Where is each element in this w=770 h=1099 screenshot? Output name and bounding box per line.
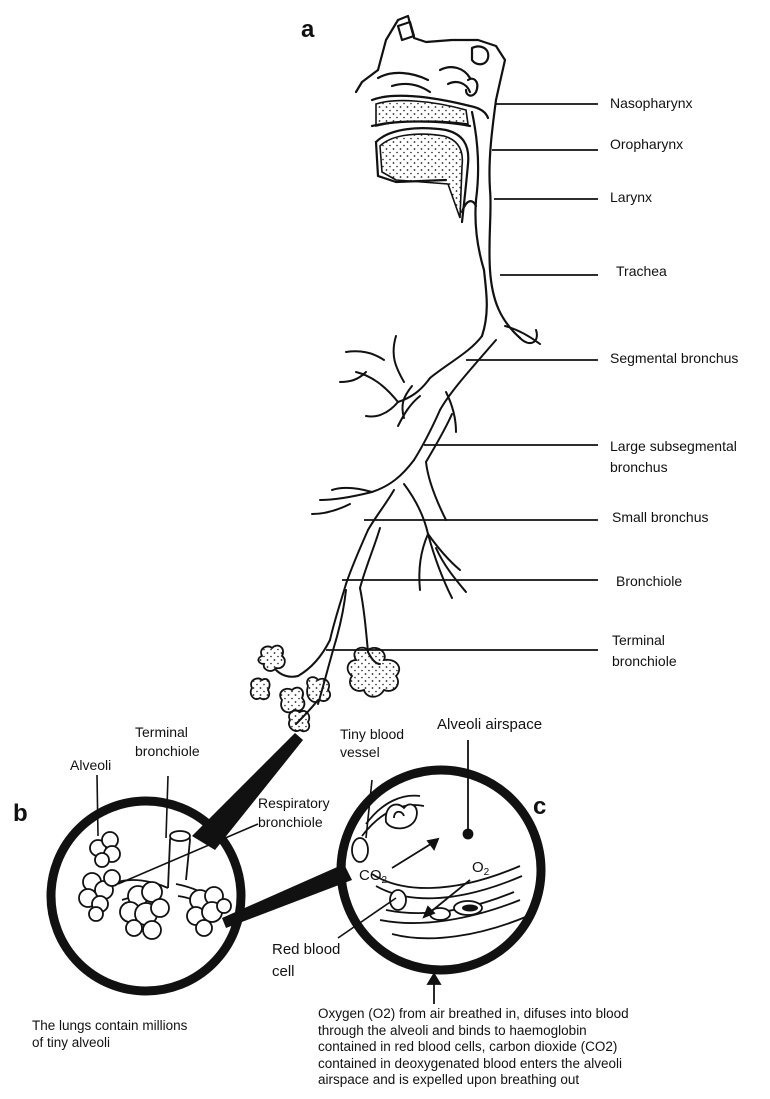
panel-label-b: b xyxy=(13,800,28,828)
panel-b-alveoli xyxy=(79,831,231,939)
label-oropharynx: Oropharynx xyxy=(610,135,683,153)
label-small-bronchus: Small bronchus xyxy=(612,508,709,526)
label-nasopharynx: Nasopharynx xyxy=(610,94,693,112)
c-caption: Oxygen (O2) from air breathed in, difuse… xyxy=(318,1006,629,1089)
bronchial-tree xyxy=(276,326,540,724)
label-large-subsegmental-line1: Large subsegmental xyxy=(610,437,737,455)
c-caption-line: through the alveoli and binds to haemogl… xyxy=(318,1023,629,1040)
alveolar-cluster-center xyxy=(120,882,169,939)
b-caption-line2: of tiny alveoli xyxy=(32,1035,110,1052)
label-segmental-bronchus: Segmental bronchus xyxy=(610,349,738,367)
alveolar-cluster-left xyxy=(79,870,120,921)
b-label-respiratory-line1: Respiratory xyxy=(258,794,330,812)
label-trachea: Trachea xyxy=(616,262,667,280)
c-label-red-blood-cell-line2: cell xyxy=(272,962,295,982)
c-label-co2: CO2 xyxy=(359,866,387,891)
b-label-alveoli: Alveoli xyxy=(70,756,111,774)
b-label-terminal-line2: bronchiole xyxy=(135,742,200,760)
label-large-subsegmental-line2: bronchus xyxy=(610,458,668,476)
b-caption-line1: The lungs contain millions xyxy=(32,1018,187,1035)
panel-label-c: c xyxy=(533,793,546,821)
label-terminal-bronchiole-line1: Terminal xyxy=(612,631,665,649)
c-label-red-blood-cell-line1: Red blood xyxy=(272,940,340,960)
b-label-respiratory-line2: bronchiole xyxy=(258,813,323,831)
label-larynx: Larynx xyxy=(610,188,652,206)
c-label-tiny-blood-vessel-line2: vessel xyxy=(340,743,380,761)
c-caption-line: contained in red blood cells, carbon dio… xyxy=(318,1039,629,1056)
alveolar-cluster-right xyxy=(187,887,231,936)
c-label-o2: O2 xyxy=(472,858,489,883)
c-caption-line: airspace and is expelled upon breathing … xyxy=(318,1072,629,1089)
b-label-terminal-line1: Terminal xyxy=(135,723,188,741)
label-terminal-bronchiole-line2: bronchiole xyxy=(612,652,677,670)
c-caption-line: contained in deoxygenated blood enters t… xyxy=(318,1056,629,1073)
co2-subscript: 2 xyxy=(382,875,388,886)
panel-label-a: a xyxy=(301,16,314,44)
c-label-alveoli-airspace: Alveoli airspace xyxy=(437,715,542,735)
co2-main-text: CO xyxy=(359,867,382,884)
label-bronchiole: Bronchiole xyxy=(616,572,682,590)
c-label-tiny-blood-vessel-line1: Tiny blood xyxy=(340,725,404,743)
o2-main-text: O xyxy=(472,859,484,876)
c-caption-line: Oxygen (O2) from air breathed in, difuse… xyxy=(318,1006,629,1023)
alveolar-cluster-upper-left xyxy=(90,832,120,867)
terminal-clusters xyxy=(251,646,400,732)
head-speckle xyxy=(376,101,468,218)
o2-subscript: 2 xyxy=(484,867,490,878)
